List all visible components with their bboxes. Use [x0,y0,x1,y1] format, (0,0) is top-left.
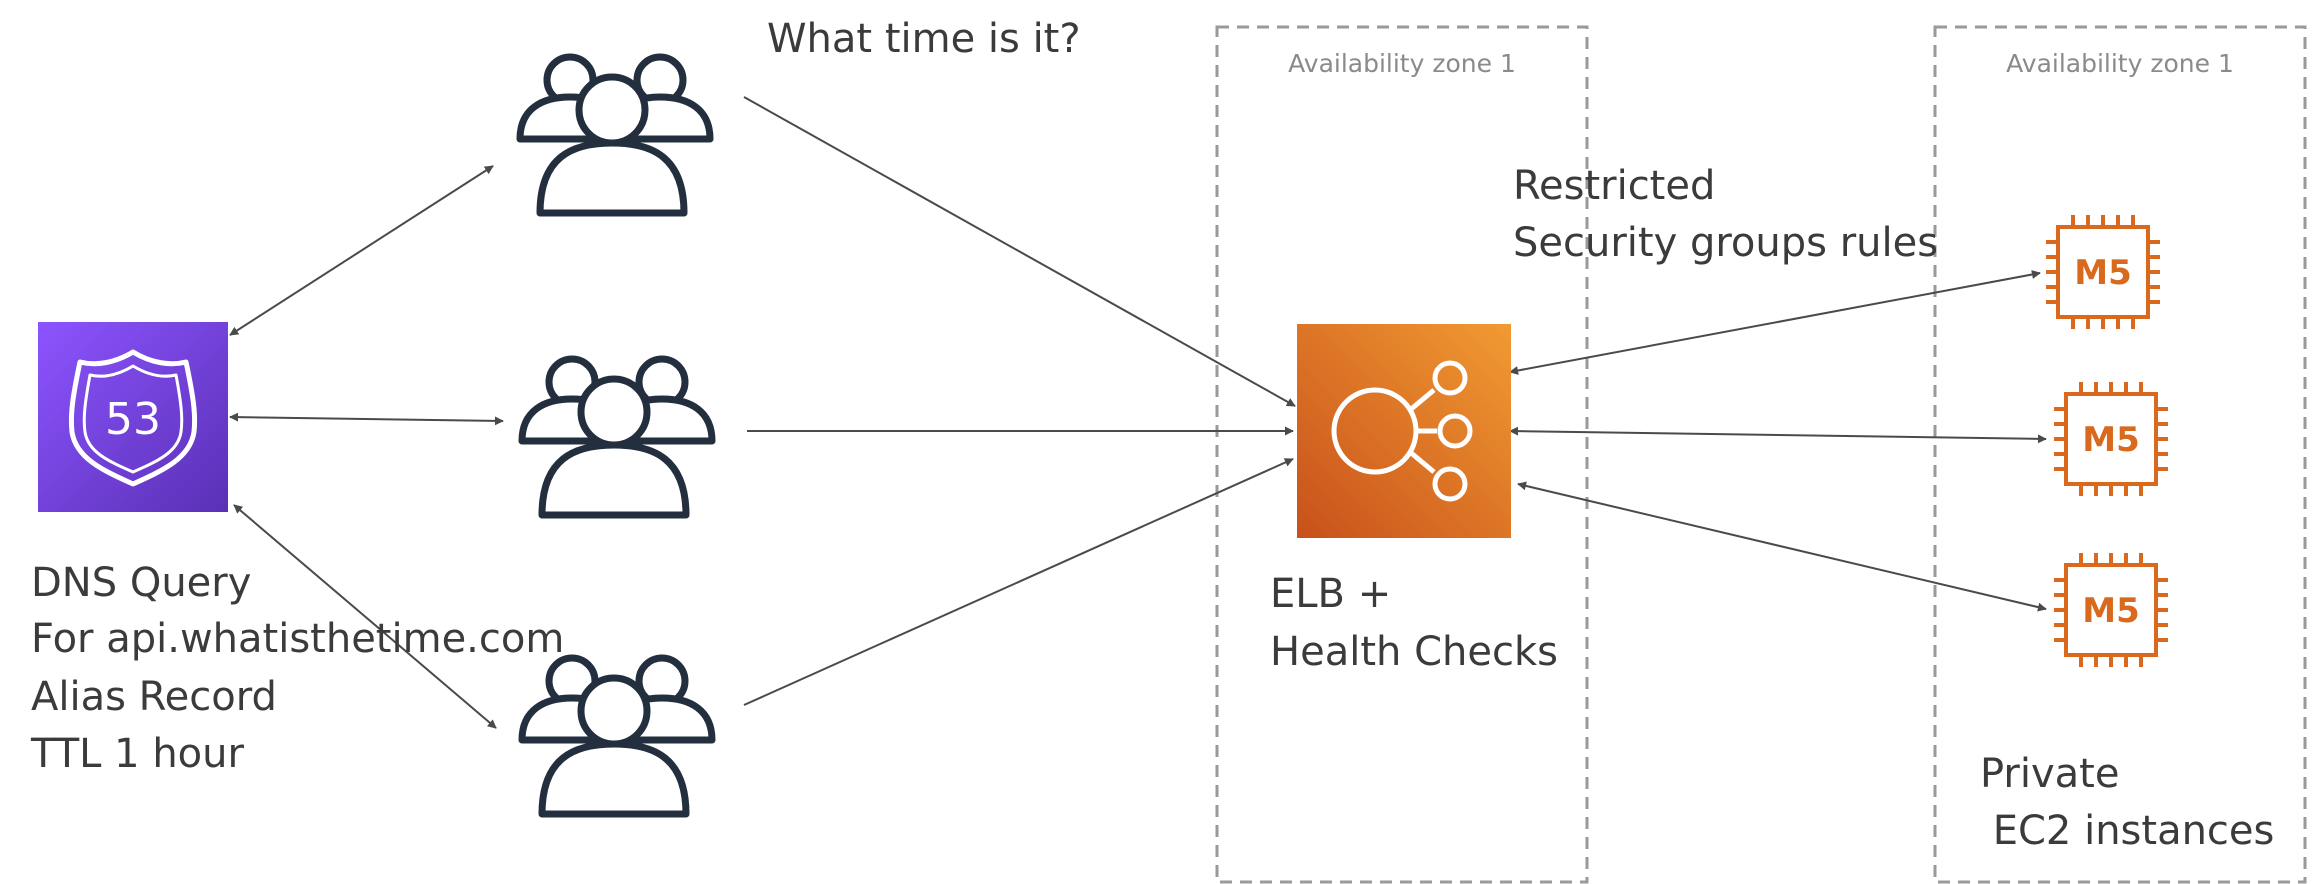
users-group-icon-bottom [522,658,712,814]
availability-zone-2-label: Availability zone 1 [2006,49,2234,78]
security-label-line2: Security groups rules [1513,220,1938,266]
instance-1-label: M5 [2074,253,2132,293]
arrow-route53-users-top [229,165,494,336]
arrow-elb-instance-1 [1509,270,2041,375]
route53-shield-icon: 53 [38,322,228,512]
private-label-line1: Private [1980,751,2119,797]
arrow-elb-instance-3 [1517,481,2047,612]
instance-2-label: M5 [2082,420,2140,460]
availability-zone-2-box [1933,25,2307,884]
arrow-users-top-elb [743,96,1296,407]
users-group-icon-middle [522,359,712,515]
ttl-label: TTL 1 hour [30,731,245,777]
ec2-instance-1: M5 [2044,213,2162,331]
route53-number: 53 [105,394,161,445]
ec2-instance-3: M5 [2052,551,2170,669]
dns-query-label: DNS Query [31,560,251,606]
arrow-users-bottom-elb [743,458,1294,706]
arrow-route53-users-middle [229,412,504,426]
elb-icon [1297,324,1511,538]
alias-record-label: Alias Record [31,674,277,720]
availability-zone-1-label: Availability zone 1 [1288,49,1516,78]
private-label-line2: EC2 instances [1980,808,2274,854]
instance-3-label: M5 [2082,591,2140,631]
elb-label-line1: ELB + [1270,571,1391,617]
users-group-icon-top [520,57,710,213]
arrow-route53-users-bottom [233,504,497,729]
security-label-line1: Restricted [1513,163,1715,209]
ec2-instance-2: M5 [2052,380,2170,498]
question-text: What time is it? [767,16,1081,62]
connection-arrows [229,96,2047,729]
dns-domain-label: For api.whatisthetime.com [31,616,564,662]
arrow-elb-instance-2 [1509,426,2047,444]
availability-zone-1-box [1215,25,1589,884]
elb-label-line2: Health Checks [1270,629,1558,675]
